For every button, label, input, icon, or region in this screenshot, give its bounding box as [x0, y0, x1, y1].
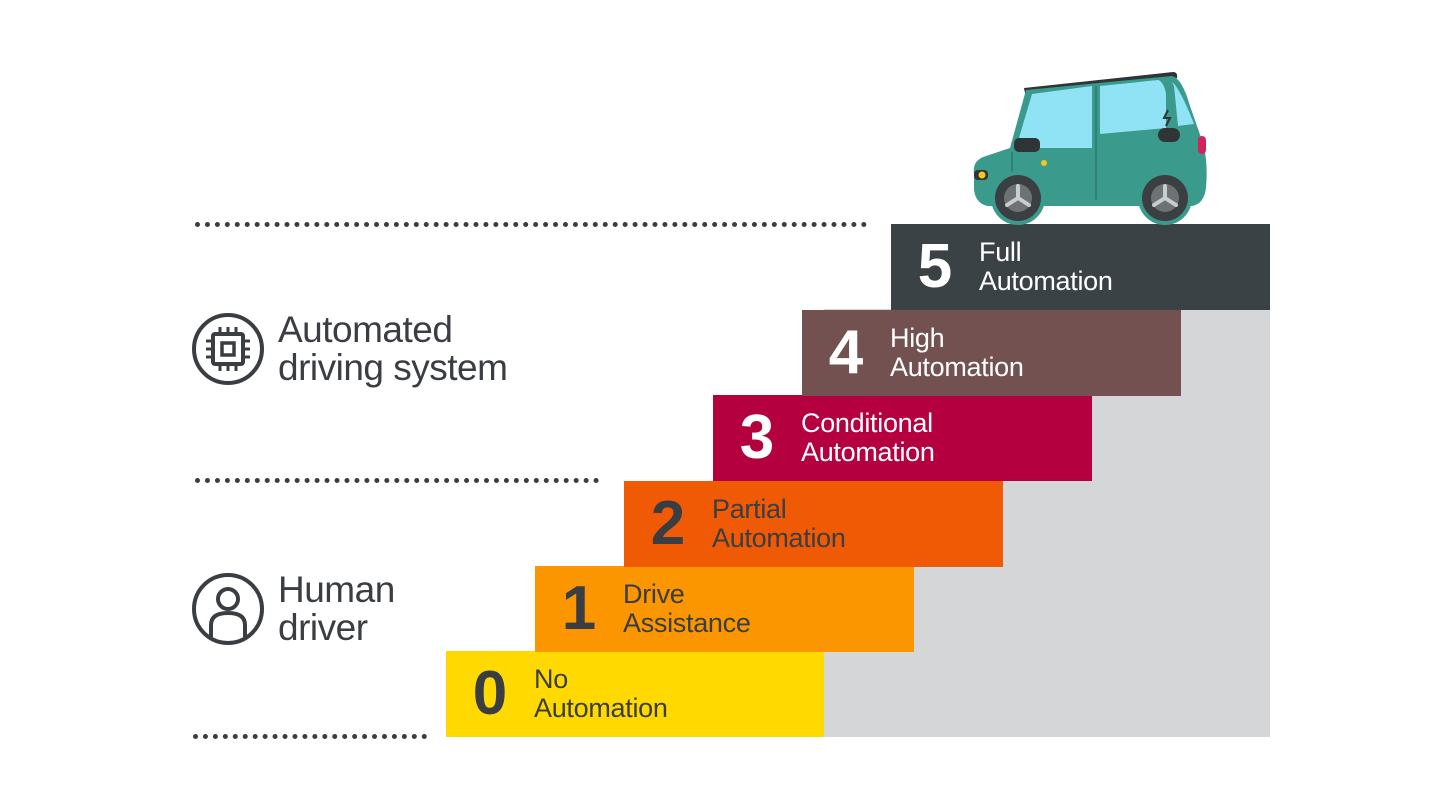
level-5-label-line2: Automation	[979, 266, 1113, 296]
level-3-number: 3	[739, 403, 775, 472]
automated-group-label-line1: Automated	[278, 309, 453, 350]
level-4-label-line2: Automation	[890, 352, 1024, 382]
level-4-number: 4	[828, 318, 864, 387]
divider-top	[195, 222, 867, 227]
level-4-label-line1: High	[890, 323, 945, 353]
level-1-label-line2: Assistance	[623, 608, 751, 638]
human-group-label-line2: driver	[278, 607, 368, 648]
level-5-label-line1: Full	[979, 237, 1022, 267]
level-0-label-line1: No	[534, 664, 568, 694]
level-1-label-line1: Drive	[623, 579, 685, 609]
level-3-label-line1: Conditional	[801, 408, 933, 438]
divider-middle	[195, 478, 599, 483]
chip-icon	[192, 313, 264, 385]
automated-group-label-line2: driving system	[278, 347, 508, 388]
divider-bottom	[193, 734, 427, 739]
front-wheel	[991, 171, 1045, 225]
level-2-number: 2	[650, 489, 686, 558]
person-icon	[192, 573, 264, 645]
car-illustration	[973, 72, 1207, 225]
level-1-number: 1	[561, 574, 597, 643]
human-driver-group: Human driver	[192, 571, 395, 647]
level-5-number: 5	[917, 232, 953, 301]
level-2-label-line2: Automation	[712, 523, 846, 553]
level-0-label-line2: Automation	[534, 693, 668, 723]
level-0-number: 0	[472, 659, 508, 728]
level-2-label-line1: Partial	[712, 494, 787, 524]
level-3-label-line2: Automation	[801, 437, 935, 467]
rear-wheel	[1138, 171, 1192, 225]
automated-driving-group: Automated driving system	[192, 309, 508, 388]
human-group-label-line1: Human	[278, 569, 395, 610]
